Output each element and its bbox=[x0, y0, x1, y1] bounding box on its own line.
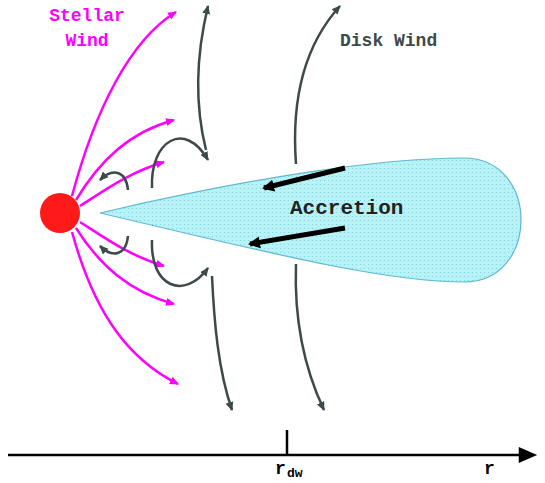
disk-wind-label: Disk Wind bbox=[340, 30, 437, 52]
star bbox=[40, 193, 80, 233]
radius-subscript: dw bbox=[287, 466, 303, 482]
disk-label: Accretion bbox=[290, 197, 403, 220]
disk-shape bbox=[100, 152, 540, 288]
accretion-disk: Accretion bbox=[100, 152, 540, 288]
axis-label: r bbox=[484, 458, 495, 480]
radius-axis bbox=[8, 430, 534, 461]
stellar-wind-arrows bbox=[72, 12, 178, 384]
radius-symbol: r bbox=[275, 458, 286, 480]
stellar-wind-label: Stellar Wind bbox=[41, 4, 133, 54]
